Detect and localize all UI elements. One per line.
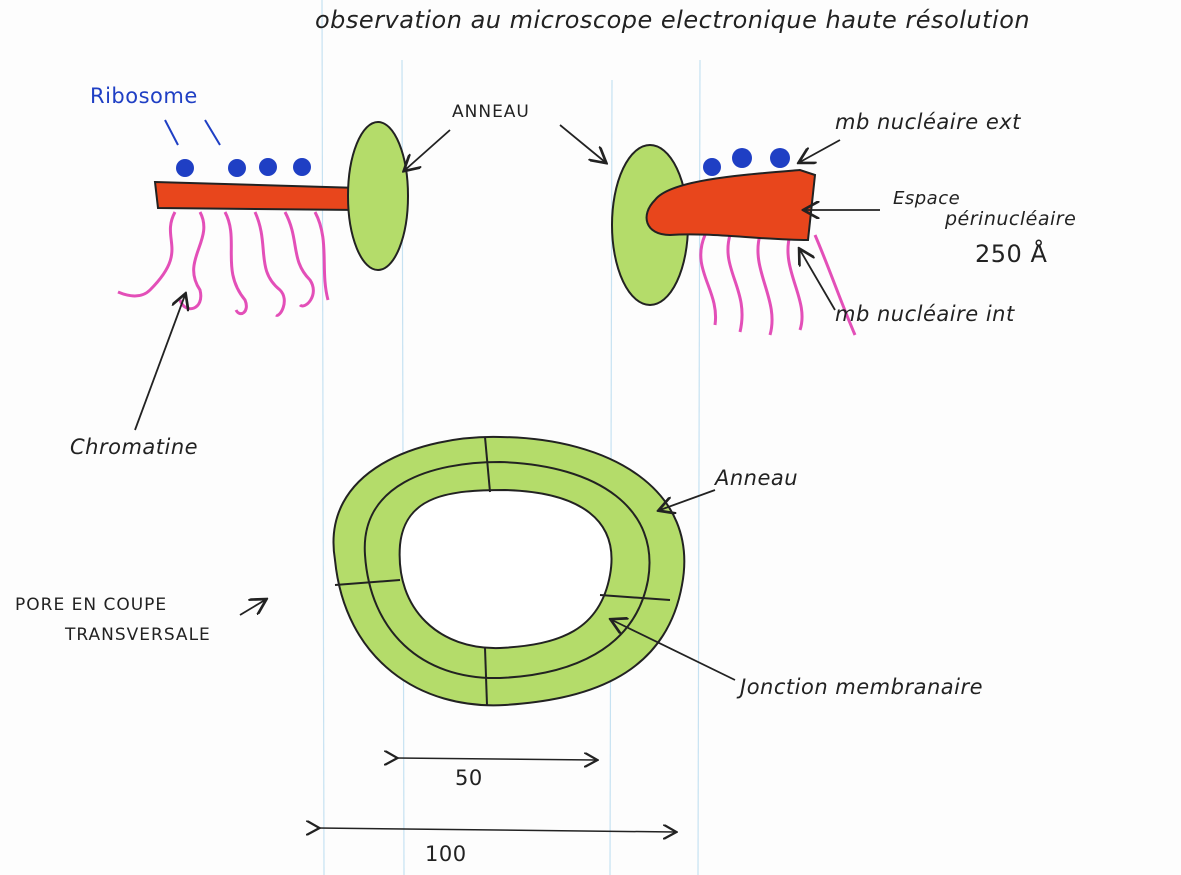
label-pore-2: TRANSVERSALE	[65, 625, 211, 645]
pore-cross-section	[332, 435, 686, 707]
dimension-arrows	[318, 758, 675, 832]
label-espace-2: périnucléaire	[945, 208, 1077, 230]
label-ribosome: Ribosome	[90, 84, 198, 108]
annulus-left	[347, 121, 409, 271]
chromatin-left	[117, 211, 330, 317]
label-anneau-ring: Anneau	[715, 466, 799, 490]
arrows	[134, 124, 880, 681]
label-pore-1: PORE EN COUPE	[15, 595, 168, 615]
membrane-right	[645, 168, 817, 242]
label-jonction: Jonction membranaire	[740, 675, 984, 699]
label-espace-size: 250 Å	[975, 240, 1048, 268]
ribosome-pointers	[164, 119, 221, 146]
label-espace-1: Espace	[893, 188, 961, 209]
label-dim-inner: 50	[455, 766, 483, 790]
chromatin-right	[699, 234, 857, 336]
label-mb-ext: mb nucléaire ext	[835, 110, 1021, 134]
diagram-title: observation au microscope electronique h…	[315, 6, 1031, 34]
label-chromatine: Chromatine	[70, 435, 199, 459]
ribosomes-left	[176, 158, 311, 177]
label-anneau-top: ANNEAU	[452, 102, 530, 122]
label-mb-int: mb nucléaire int	[835, 302, 1015, 326]
ribosomes-right	[703, 148, 790, 176]
membrane-left	[153, 180, 373, 212]
label-dim-outer: 100	[425, 842, 467, 866]
